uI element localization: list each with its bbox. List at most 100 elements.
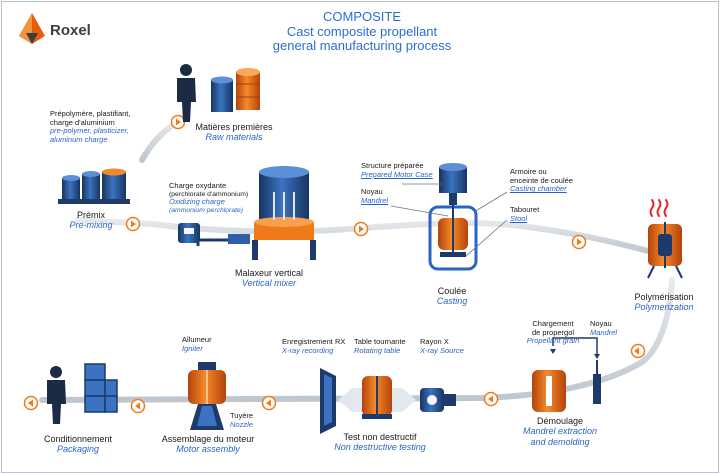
oxidizer-en-1: Oxidizing charge [169,197,225,207]
demoulding-en-2: and demolding [530,436,590,447]
casting-mandrel-fr: Noyau [361,187,383,196]
xray-source-fr: Rayon X [420,337,449,346]
propellant-grain-en: Propellant grain [526,336,580,346]
ndt-fr: Test non destructif [343,432,417,442]
prepared-case-fr: Structure préparée [361,161,424,170]
curing-oven-icon [647,222,683,279]
premix-inputs-fr-1: Prépolymère, plastifiant, [50,109,131,118]
xray-recording-fr: Enregistrement RX [282,337,346,346]
prepared-case-label: Structure préparée Prepared Motor Case [361,161,433,179]
operator-icon [47,366,66,424]
leader-lines [390,183,508,257]
page-title: COMPOSITE Cast composite propellant gene… [212,9,512,54]
process-flow-band [39,119,675,403]
packaging-en: Packaging [56,444,100,455]
casting-en: Casting [436,296,468,307]
motor-assembly-en: Motor assembly [176,444,240,455]
flow-arrow-icon [130,398,146,414]
premix-en: Pre-mixing [69,220,113,231]
stool-en: Stool [510,213,528,223]
vertical-mixer-en: Vertical mixer [241,278,297,289]
raw-materials-label: Matières premières Raw materials [174,122,294,143]
propellant-grain-fr: Chargement [532,319,574,328]
casting-label: Coulée Casting [414,286,490,307]
brand-name: Roxel [50,22,91,39]
casting-chamber-label: Armoire ou enceinte de coulée Casting ch… [510,167,573,194]
xray-source-en: X-ray Source [420,345,464,355]
packaging-fr: Conditionnement [43,434,113,444]
oxidizer-en-2: (ammonium perchlorate) [169,207,244,215]
barrels-icon [211,68,260,112]
demoulding-mandrel-fr: Noyau [590,319,612,328]
casting-mandrel-en: Mandrel [361,195,389,205]
raw-materials-fr: Matières premières [195,122,273,132]
oxidizer-fr-1: Charge oxydante [169,181,227,190]
casting-chamber-en: Casting chamber [510,184,567,194]
motor-assembly-label: Assemblage du moteur Motor assembly [152,434,264,455]
xray-source-label: Rayon X X-ray Source [420,337,464,355]
vertical-mixer-icon [252,166,316,260]
premix-inputs-en-2: aluminum charge [50,134,108,144]
title-line-3: general manufacturing process [272,38,452,54]
xray-recording-en: X-ray recording [282,345,334,355]
stool-label: Tabouret Stool [510,205,540,223]
flow-arrow-icon [483,391,499,407]
demoulding-icon [532,337,601,412]
heat-icon [649,199,669,217]
ndt-station-icon [320,368,456,434]
title-line-2: Cast composite propellant [286,23,438,39]
raw-materials-en: Raw materials [205,132,263,143]
demoulding-mandrel-en: Mandrel [590,327,618,337]
flow-arrow-icon [125,216,141,232]
ndt-label: Test non destructif Non destructive test… [320,432,440,453]
rotating-table-label: Table tournante Rotating table [354,337,406,355]
igniter-en: Igniter [182,343,203,353]
polymerization-en: Polymerization [634,302,694,313]
oxidizer-label: Charge oxydante (perchlorate d'ammonium)… [169,181,249,215]
vertical-mixer-label: Malaxeur vertical Vertical mixer [214,268,324,289]
rotating-table-en: Rotating table [354,345,401,355]
casting-chamber-fr-1: Armoire ou [510,167,547,176]
flow-arrow-icons [23,114,646,414]
flow-arrow-icon [261,395,277,411]
vertical-mixer-fr: Malaxeur vertical [234,268,304,278]
casting-mandrel-label: Noyau Mandrel [361,187,389,205]
flow-arrow-icon [571,234,587,250]
demoulding-en-1: Mandrel extraction [522,426,598,437]
casting-fr: Coulée [437,286,467,296]
rotating-table-fr: Table tournante [354,337,406,346]
polymerization-label: Polymérisation Polymerization [616,292,712,313]
premix-inputs-fr-2: charge d'aluminium [50,117,115,127]
igniter-label: Allumeur Igniter [182,335,212,353]
roxel-logo-icon [19,13,45,44]
operator-icon [177,64,196,122]
crates-icon [84,363,118,413]
polymerization-fr: Polymérisation [634,292,694,302]
casting-chamber-icon [428,163,478,271]
flow-arrow-icon [23,395,39,411]
premix-tanks-icon [58,168,130,204]
title-line-1: COMPOSITE [322,9,401,24]
premix-fr: Prémix [76,210,105,220]
stool-fr: Tabouret [510,205,540,214]
demoulding-mandrel-label: Noyau Mandrel [590,319,618,337]
demoulding-fr: Démoulage [536,416,584,426]
packaging-label: Conditionnement Packaging [30,434,126,455]
oxidizer-fr-2: (perchlorate d'ammonium) [169,190,249,198]
oxidizer-feeder-icon [178,223,250,246]
demoulding-label: Démoulage Mandrel extraction and demoldi… [510,416,610,447]
prepared-case-en: Prepared Motor Case [361,169,433,179]
premix-inputs-label: Prépolymère, plastifiant, charge d'alumi… [50,109,131,145]
flow-arrow-icon [353,221,369,237]
nozzle-fr: Tuyère [230,411,254,420]
flow-arrow-icon [630,343,646,359]
nozzle-label: Tuyère Nozzle [230,411,254,429]
propellant-grain-fr-2: de propergol [531,327,575,337]
ndt-en: Non destructive testing [334,442,426,453]
premix-inputs-en-1: pre-polymer, plasticizer, [50,126,129,136]
motor-assembly-icon [188,362,226,430]
motor-assembly-fr: Assemblage du moteur [161,434,255,444]
nozzle-en: Nozzle [230,419,253,429]
